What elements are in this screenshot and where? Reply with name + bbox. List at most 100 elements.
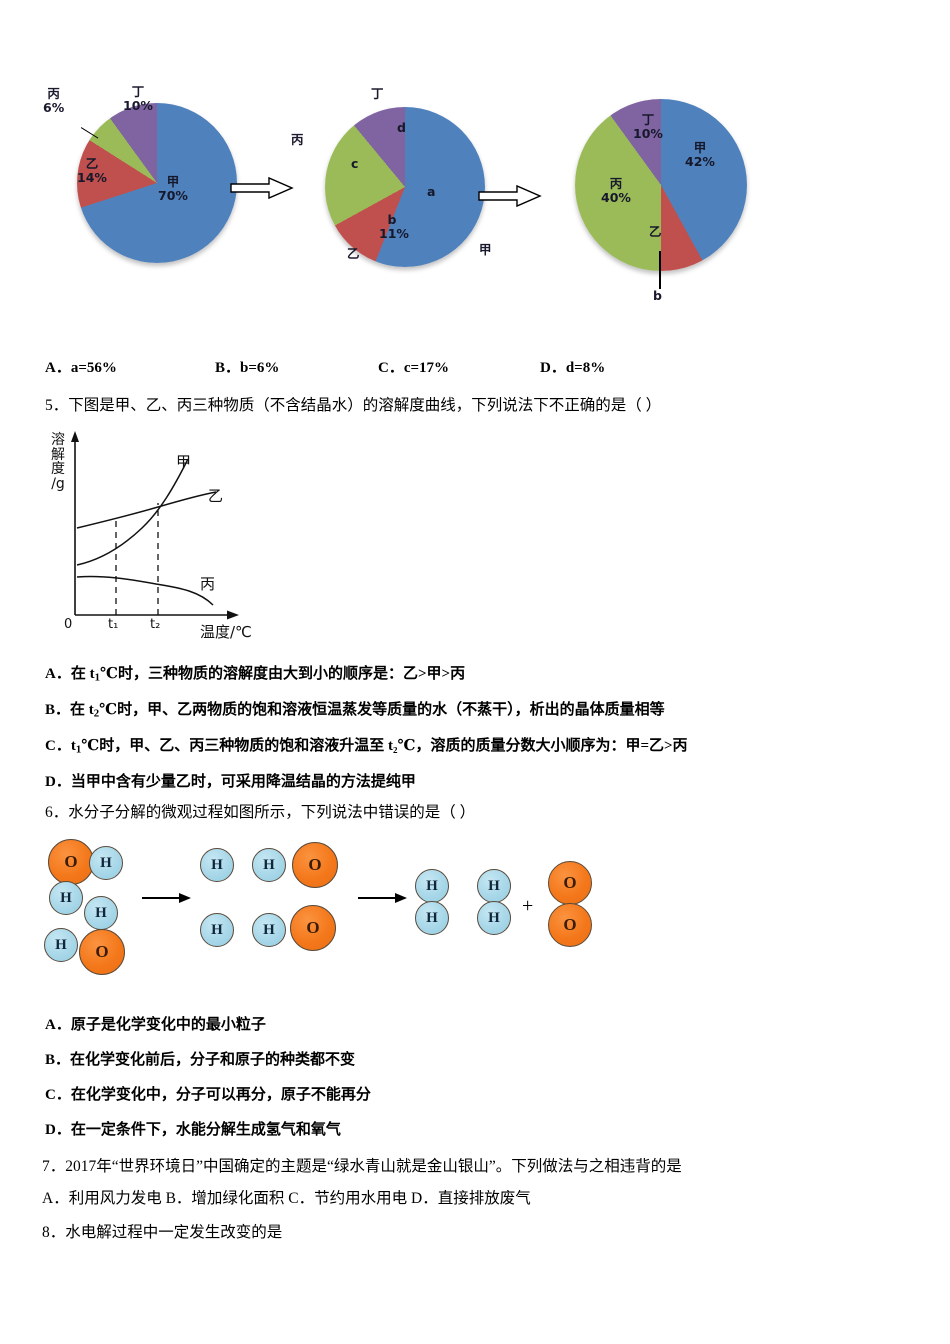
- q6-option-b-text: 在化学变化前后，分子和原子的种类都不变: [70, 1052, 356, 1068]
- y-label-line-2: 解: [51, 446, 65, 463]
- pie-2-label-ding: 丁: [371, 86, 384, 101]
- pie-2-ding-name: 丁: [371, 86, 384, 101]
- block-arrow-right-1: [229, 175, 295, 201]
- atom-symbol: H: [426, 877, 438, 894]
- q4-option-a: A．a=56%: [45, 356, 117, 377]
- pie-3-jia-name: 甲: [693, 140, 707, 155]
- q6-option-a-text: 原子是化学变化中的最小粒子: [70, 1017, 266, 1033]
- pie-2-label-a: a: [427, 184, 435, 199]
- pie-1-ding-pct: 10%: [123, 98, 153, 114]
- y-label-line-3: 度: [51, 461, 65, 478]
- atom-symbol: O: [64, 852, 78, 871]
- pie-2-disc: [325, 107, 485, 267]
- atom-hydrogen: H: [252, 848, 286, 882]
- pie-chart-1: 丙 6% 丁 10% 乙 14% 甲 70%: [35, 84, 265, 285]
- q6-option-d-text: 在一定条件下，水能分解生成氢气和氧气: [70, 1122, 341, 1138]
- q4-option-d-letter: D．: [540, 360, 566, 376]
- q5-option-d-letter: D．: [45, 774, 71, 790]
- q6-option-a: A．原子是化学变化中的最小粒子: [45, 1013, 266, 1034]
- pie-3-label-bing: 丙 40%: [597, 176, 635, 206]
- pie-2-bing-name: 丙: [291, 132, 304, 147]
- pie-2-label-d: d: [397, 120, 406, 135]
- atom-symbol: H: [426, 909, 438, 926]
- pie-2-label-yi: 乙: [347, 246, 360, 261]
- atom-oxygen: O: [290, 905, 336, 951]
- atom-hydrogen: H: [477, 901, 511, 935]
- q5-option-c-letter: C．: [45, 738, 71, 754]
- q4-option-c: C．c=17%: [378, 356, 449, 377]
- q5-option-c-pre: t: [70, 738, 76, 754]
- q4-option-b: B．b=6%: [215, 356, 279, 377]
- q6-option-b: B．在化学变化前后，分子和原子的种类都不变: [45, 1048, 355, 1069]
- pie-3-b-value: b: [653, 288, 662, 303]
- pie-1-yi-name: 乙: [85, 156, 99, 171]
- atom-symbol: H: [488, 877, 500, 894]
- pie-1-disc: [77, 103, 237, 263]
- pie-3-ding-pct: 10%: [633, 126, 663, 142]
- q6-option-a-letter: A．: [45, 1017, 71, 1033]
- q4-option-b-text: b=6%: [240, 360, 280, 376]
- solubility-curve-label-jia: 甲: [176, 453, 192, 471]
- atom-hydrogen: H: [44, 928, 78, 962]
- q4-option-c-text: c=17%: [403, 360, 450, 376]
- atom-symbol: O: [95, 942, 109, 961]
- q6-option-c-text: 在化学变化中，分子可以再分，原子不能再分: [70, 1087, 371, 1103]
- solubility-tick-t1: t₁: [108, 617, 119, 632]
- atom-symbol: H: [211, 856, 223, 873]
- q5-option-a-sub: 1: [94, 671, 100, 684]
- pie-chart-3: 丁 10% 甲 42% 丙 40% 乙 b: [533, 85, 783, 315]
- pie-1-label-bing: 丙 6%: [43, 86, 65, 116]
- pie-1-jia-name: 甲: [166, 174, 180, 189]
- pie-2-b-value: b: [387, 212, 397, 227]
- atom-symbol: H: [211, 921, 223, 938]
- atom-symbol: H: [100, 854, 112, 871]
- pie-3-disc: [575, 99, 747, 271]
- atom-oxygen: O: [48, 839, 94, 885]
- q6-option-c: C．在化学变化中，分子可以再分，原子不能再分: [45, 1083, 371, 1104]
- pie-3-bing-name: 丙: [609, 176, 623, 191]
- pie-2-c-value: c: [351, 156, 359, 171]
- q5-option-b: B．在 t2℃时，甲、乙两物质的饱和溶液恒温蒸发等质量的水（不蒸干），析出的晶体…: [45, 698, 665, 720]
- pie-2-d-value: d: [397, 120, 406, 135]
- pie-1-label-ding: 丁 10%: [121, 84, 155, 114]
- pie-chart-2: 丁 d 丙 c 乙 b 11% 甲: [287, 85, 517, 295]
- reaction-arrow-1: [142, 891, 192, 910]
- pie-3-label-yi: 乙: [649, 224, 662, 239]
- solubility-curve-label-yi: 乙: [208, 487, 224, 505]
- q5-option-a: A．在 t1℃时，三种物质的溶解度由大到小的顺序是：乙>甲>丙: [45, 662, 465, 684]
- pie-2-label-bing: 丙: [291, 132, 304, 147]
- q5-option-b-sub: 2: [93, 707, 100, 720]
- atom-hydrogen: H: [89, 846, 123, 880]
- atom-symbol: O: [306, 918, 320, 937]
- pie-1-bing-pct: 6%: [43, 100, 65, 116]
- q5-option-a-pre: 在 t: [70, 666, 95, 682]
- atom-hydrogen: H: [49, 881, 83, 915]
- q5-option-b-letter: B．: [45, 702, 71, 718]
- atom-hydrogen: H: [415, 901, 449, 935]
- water-decomposition-diagram: O H H H H O H H O H H O: [40, 833, 620, 993]
- solubility-y-axis-label: 溶 解 度 /g: [48, 433, 68, 492]
- pie-1-label-yi: 乙 14%: [75, 156, 109, 186]
- solubility-curve-chart: 溶 解 度 /g 甲 乙 丙 0 t₁ t₂: [48, 425, 338, 641]
- atom-symbol: H: [488, 909, 500, 926]
- q6-option-d-letter: D．: [45, 1122, 71, 1138]
- pie-1-bing-name: 丙: [47, 86, 60, 101]
- atom-symbol: O: [563, 915, 577, 934]
- pie-1-label-jia: 甲 70%: [155, 174, 191, 204]
- q5-option-c: C．t1℃时，甲、乙、丙三种物质的饱和溶液升温至 t₂℃，溶质的质量分数大小顺序…: [45, 734, 688, 756]
- atom-oxygen: O: [548, 861, 592, 905]
- pie-figure-row: 丙 6% 丁 10% 乙 14% 甲 70%: [35, 84, 795, 325]
- pie-3-jia-pct: 42%: [685, 154, 715, 170]
- pie-2-label-b: b 11%: [379, 212, 409, 242]
- atom-symbol: O: [308, 855, 322, 874]
- pie-3-label-b: b: [653, 288, 662, 303]
- q4-option-d-text: d=8%: [565, 360, 606, 376]
- q5-stem: 5．下图是甲、乙、丙三种物质（不含结晶水）的溶解度曲线，下列说法下不正确的是（ …: [45, 397, 662, 414]
- pie-3-b-leader: [659, 251, 661, 289]
- q4-option-b-letter: B．: [215, 360, 241, 376]
- pie-2-b-pct: 11%: [379, 226, 409, 242]
- pie-2-jia-name: 甲: [479, 242, 492, 257]
- q5-option-d: D．当甲中含有少量乙时，可采用降温结晶的方法提纯甲: [45, 770, 416, 791]
- pie-1-jia-pct: 70%: [158, 188, 188, 204]
